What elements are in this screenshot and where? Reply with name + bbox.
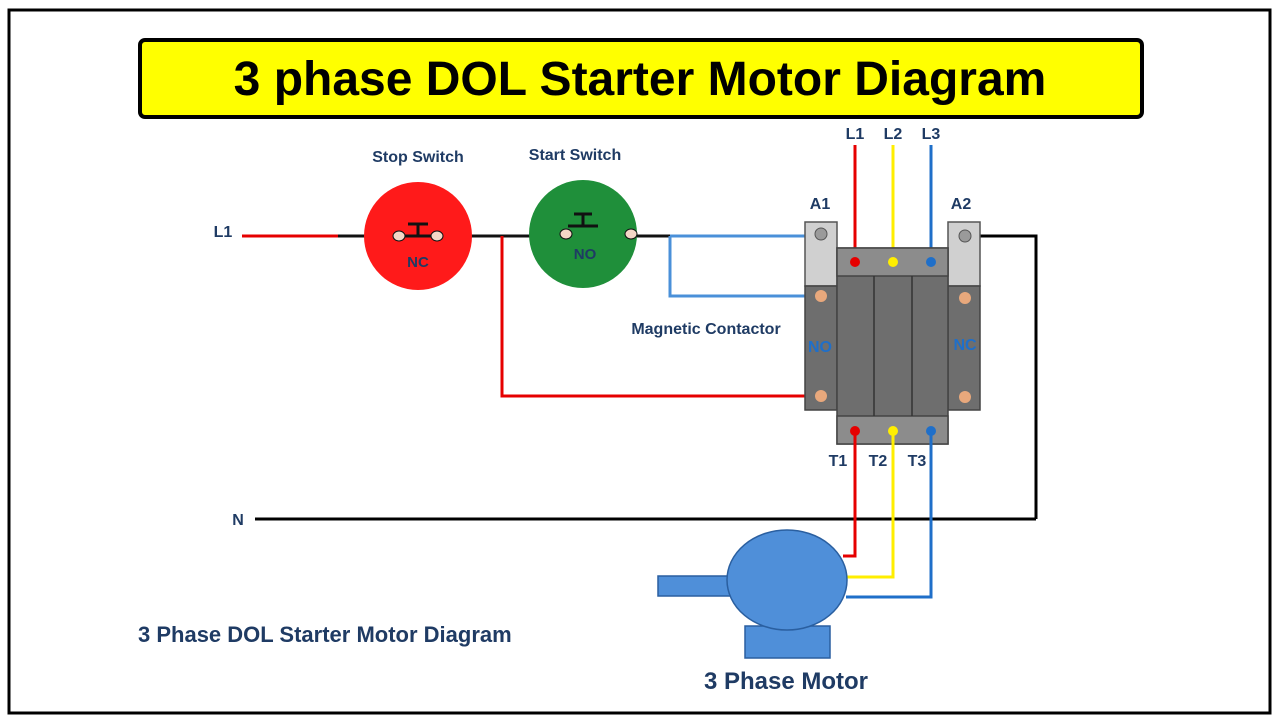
start-switch-contact-type: NO bbox=[574, 246, 597, 263]
aux-no-top-screw bbox=[815, 290, 827, 302]
wire-control-aux-no bbox=[668, 236, 818, 298]
wire-holding-circuit bbox=[500, 236, 818, 398]
start-switch-terminal-left bbox=[559, 228, 573, 240]
coil-a1-label: A1 bbox=[810, 196, 831, 213]
stop-switch-terminal-right bbox=[430, 230, 444, 242]
load-t2-label: T2 bbox=[869, 453, 888, 470]
aux-nc-top-screw bbox=[959, 292, 971, 304]
terminal-l1-dot bbox=[850, 257, 860, 267]
aux-contact-nc-block bbox=[947, 285, 981, 411]
terminal-a1-screw bbox=[814, 227, 828, 241]
motor-base bbox=[744, 625, 831, 659]
motor-body bbox=[726, 529, 848, 631]
supply-l2-label: L2 bbox=[884, 126, 903, 143]
supply-l1-label: L1 bbox=[846, 126, 865, 143]
start-switch-body[interactable] bbox=[529, 180, 637, 288]
wire-load-t2 bbox=[846, 431, 895, 579]
wire-a2-neutral bbox=[966, 234, 1038, 519]
magnetic-contactor: NO NC bbox=[804, 221, 981, 445]
page-title: 3 phase DOL Starter Motor Diagram bbox=[234, 53, 1047, 106]
load-t3-label: T3 bbox=[908, 453, 927, 470]
start-switch-terminal-right bbox=[624, 228, 638, 240]
terminal-a2-screw bbox=[958, 229, 972, 243]
aux-contact-no-block bbox=[804, 285, 838, 411]
stop-switch-label: Stop Switch bbox=[372, 149, 464, 166]
start-switch-label: Start Switch bbox=[529, 147, 621, 164]
aux-no-bottom-screw bbox=[815, 390, 827, 402]
contactor-main-body bbox=[836, 247, 949, 445]
terminal-l2-dot bbox=[888, 257, 898, 267]
wire-load-t1 bbox=[843, 431, 857, 558]
motor-label: 3 Phase Motor bbox=[704, 668, 868, 695]
stop-switch[interactable]: NC bbox=[364, 182, 472, 290]
neutral-label: N bbox=[232, 512, 244, 529]
outer-frame bbox=[7, 8, 1272, 715]
title-banner: 3 phase DOL Starter Motor Diagram bbox=[138, 38, 1144, 119]
load-t1-label: T1 bbox=[829, 453, 848, 470]
three-phase-motor bbox=[657, 529, 848, 659]
wire-load-t3 bbox=[846, 431, 933, 599]
input-l1-label: L1 bbox=[214, 224, 233, 241]
supply-l3-label: L3 bbox=[922, 126, 941, 143]
aux-no-label: NO bbox=[808, 339, 832, 356]
stop-switch-terminal-left bbox=[392, 230, 406, 242]
aux-nc-label: NC bbox=[953, 337, 977, 354]
aux-nc-bottom-screw bbox=[959, 391, 971, 403]
stop-switch-contact-type: NC bbox=[407, 254, 429, 271]
coil-a2-label: A2 bbox=[951, 196, 972, 213]
motor-shaft bbox=[657, 575, 733, 597]
start-switch[interactable]: NO bbox=[529, 180, 638, 288]
terminal-l3-dot bbox=[926, 257, 936, 267]
footer-caption: 3 Phase DOL Starter Motor Diagram bbox=[138, 622, 512, 647]
title-banner-box bbox=[138, 38, 1144, 119]
contactor-label: Magnetic Contactor bbox=[631, 321, 780, 338]
